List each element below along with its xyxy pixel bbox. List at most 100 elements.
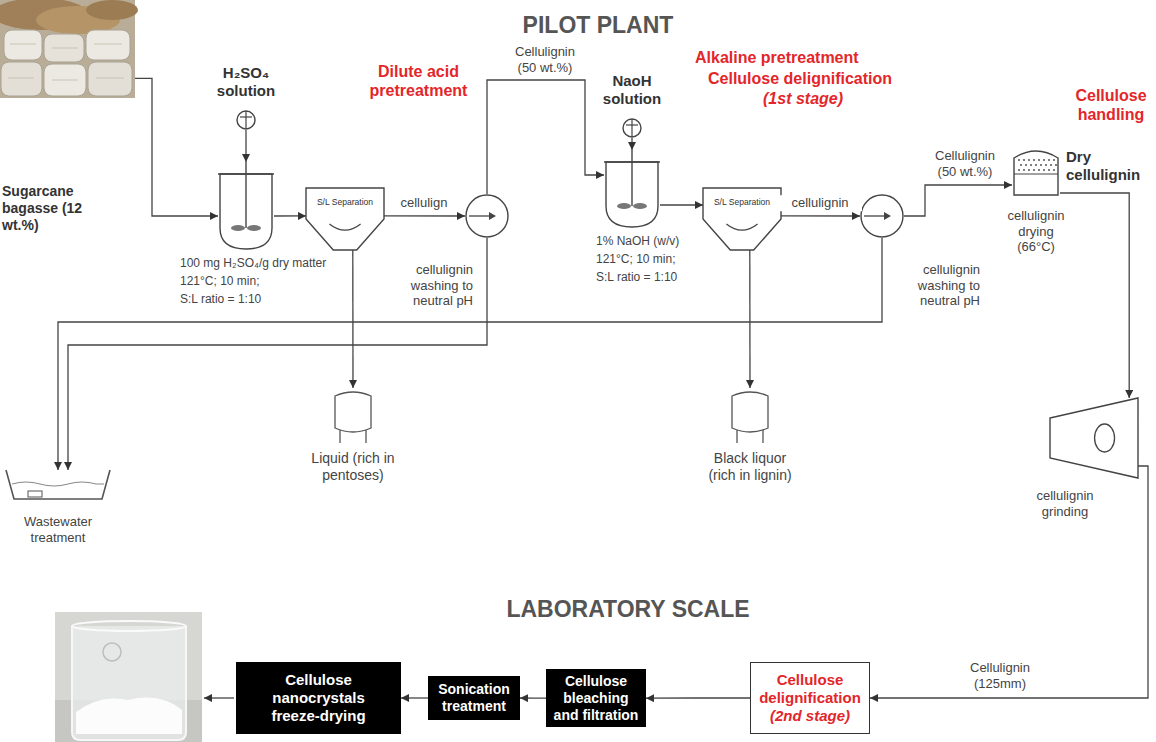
- bagasse-photo-part: [86, 0, 138, 20]
- washer-symbol-part: [469, 215, 489, 216]
- reactor-symbol-part: [631, 150, 632, 206]
- grinder-symbol-part: [1095, 424, 1115, 452]
- process-box: Cellulose bleaching and filtration: [546, 669, 646, 727]
- dryer-symbol-part: [1040, 164, 1042, 166]
- basin-symbol-part: [28, 491, 42, 497]
- stage-label: Cellulose handling: [1070, 86, 1152, 124]
- tank-symbol: [331, 388, 375, 443]
- centrifuge-separator: S/L Separation: [306, 188, 384, 250]
- washing-unit: cellulignin washing to neutral pH: [465, 194, 509, 238]
- pump-symbol-part: [631, 119, 632, 137]
- flow-connector: [401, 697, 428, 698]
- sl-symbol-part: [726, 224, 757, 230]
- alkali-reactor: 1% NaOH (w/v)121°C; 10 min;S:L ratio = 1…: [604, 150, 660, 228]
- pump-symbol-part: [623, 119, 641, 137]
- tank-symbol-part: [365, 430, 366, 443]
- reactor-symbol-part: [231, 225, 245, 231]
- dryer-symbol-part: [1035, 164, 1037, 166]
- storage-tank: Liquid (rich in pentoses): [331, 388, 375, 443]
- dryer-unit: Dry cellulignincellulignin drying (66°C): [1012, 146, 1060, 196]
- pump-symbol-part: [626, 124, 638, 125]
- node-text: S:L ratio = 1:10: [596, 270, 677, 284]
- flow-connector: [245, 130, 246, 162]
- dryer-symbol-part: [1023, 169, 1025, 171]
- acid-dosing-pump: H₂SO₄ solution: [236, 110, 256, 130]
- dryer-symbol-part: [1018, 159, 1020, 161]
- nanocrystal-photo-part: [103, 643, 121, 661]
- pump-symbol-part: [237, 111, 255, 129]
- washer-symbol: [860, 194, 904, 238]
- node-text: cellulignin washing to neutral pH: [896, 262, 980, 309]
- wastewater-basin: Wastewater treatment: [6, 470, 110, 500]
- dryer-symbol-part: [1033, 159, 1035, 161]
- dryer-symbol-part: [1048, 159, 1050, 161]
- node-text: Cellulose nanocrystals freeze-drying: [263, 671, 375, 725]
- flow-connector: [58, 238, 882, 470]
- node-text: cellulignin washing to neutral pH: [380, 262, 473, 309]
- nanocrystal-photo-part: [55, 612, 202, 742]
- dryer-symbol-part: [1014, 174, 1058, 175]
- flow-connector: [631, 138, 632, 150]
- pump-symbol-part: [245, 111, 246, 129]
- nanocrystal-photo: [55, 612, 202, 742]
- reactor-symbol-part: [247, 225, 261, 231]
- tank-symbol: [728, 388, 772, 443]
- dryer-symbol-part: [1053, 159, 1055, 161]
- tank-symbol-part: [732, 392, 768, 432]
- flow-connector: [135, 78, 218, 216]
- process-box: Cellulose delignification(2nd stage): [750, 662, 870, 734]
- dryer-symbol-part: [1018, 169, 1020, 171]
- dryer-symbol-part: [1038, 159, 1040, 161]
- process-box: Sonication treatment: [428, 676, 520, 720]
- node-text: Dry cellulignin: [1066, 148, 1152, 184]
- dryer-symbol-part: [1028, 159, 1030, 161]
- reactor-symbol: [218, 162, 274, 250]
- flow-connector: [68, 238, 487, 470]
- bagasse-photo-part: [86, 30, 130, 60]
- dryer-symbol-part: [1048, 169, 1050, 171]
- node-text: cellulignin drying (66°C): [1001, 208, 1071, 255]
- washer-symbol-part: [864, 215, 884, 216]
- node-text: 121°C; 10 min;: [596, 252, 676, 266]
- sl-symbol-part: [703, 188, 781, 250]
- nanocrystal-photo-part: [72, 626, 186, 740]
- edge-label: cellulign: [387, 195, 461, 211]
- reactor-symbol-part: [633, 203, 647, 209]
- bagasse-photo-part: [4, 30, 42, 60]
- flow-connector: [487, 80, 604, 194]
- storage-tank: Black liquor (rich in lignin): [728, 388, 772, 443]
- washer-symbol-part: [466, 195, 508, 237]
- dryer-symbol-part: [1028, 169, 1030, 171]
- dryer-symbol-part: [1053, 169, 1055, 171]
- bagasse-photo-part: [88, 62, 132, 96]
- washer-symbol-part: [489, 212, 496, 220]
- flow-connector: [870, 466, 1148, 698]
- basin-symbol-part: [12, 482, 104, 486]
- node-text: (2nd stage): [770, 707, 850, 725]
- dryer-symbol-part: [1043, 159, 1045, 161]
- node-text: S:L ratio = 1:10: [180, 292, 261, 306]
- grinder-unit: cellulignin grinding: [1050, 398, 1138, 478]
- bagasse-photo-part: [1, 62, 42, 96]
- flow-connector: [1060, 193, 1129, 398]
- flow-connector: [520, 697, 546, 699]
- flow-connector: [384, 215, 465, 216]
- dryer-symbol-part: [1030, 164, 1032, 166]
- tank-symbol-part: [762, 430, 763, 443]
- dryer-symbol-part: [1050, 164, 1052, 166]
- dryer-symbol-part: [1020, 164, 1022, 166]
- edge-label: Cellulignin (50 wt.%): [924, 148, 1006, 179]
- bagasse-feed: Sugarcane bagasse (12 wt.%): [0, 0, 135, 98]
- dryer-symbol-part: [1023, 159, 1025, 161]
- section-heading: LABORATORY SCALE: [478, 596, 778, 624]
- flow-connector: [904, 185, 1012, 216]
- node-text: Black liquor (rich in lignin): [700, 450, 800, 484]
- stage-label: Dilute acid pretreatment: [366, 62, 471, 100]
- dryer-symbol-part: [1025, 164, 1027, 166]
- tank-symbol-part: [339, 430, 340, 443]
- washing-unit: cellulignin washing to neutral pH: [860, 194, 904, 238]
- flow-connector: [660, 204, 703, 205]
- dryer-symbol-part: [1033, 169, 1035, 171]
